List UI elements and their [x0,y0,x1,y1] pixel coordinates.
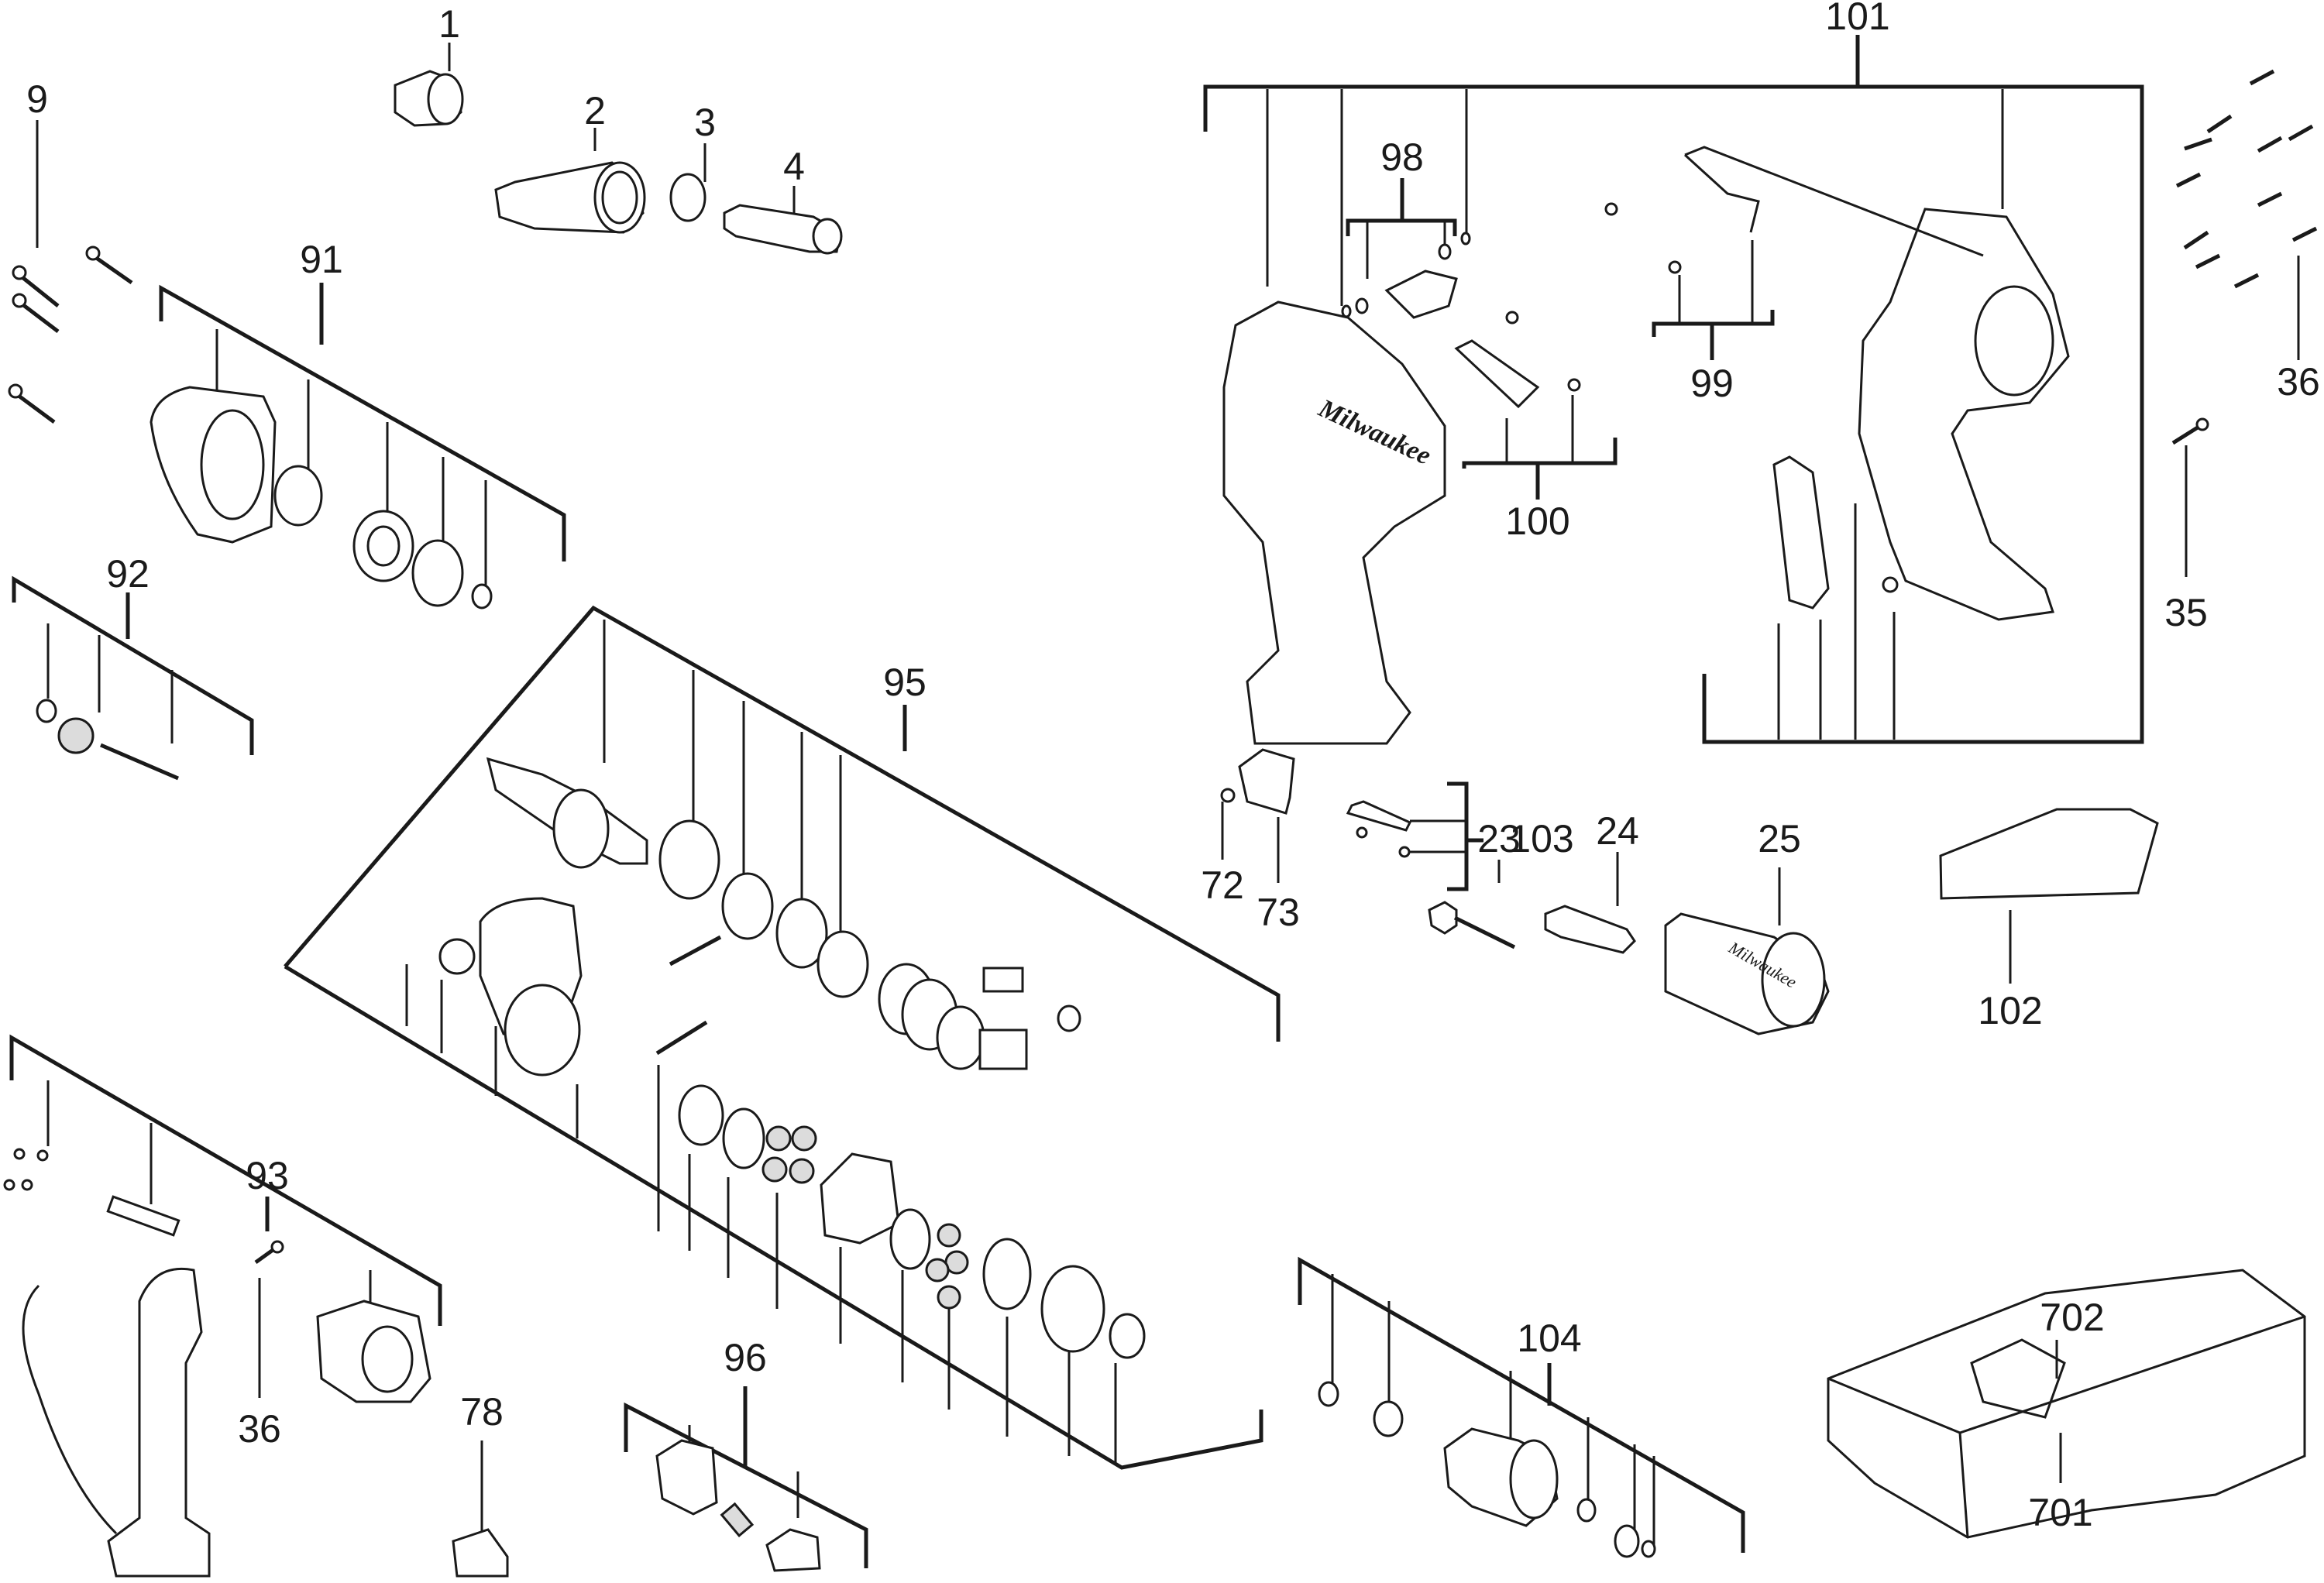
label-72: 72 [1201,864,1244,907]
label-92: 92 [106,552,150,596]
label-24: 24 [1596,809,1639,853]
group-96-switch-parts: 96 [624,1336,868,1572]
group-100-clips: 100 [1454,311,1618,543]
label-4: 4 [783,145,805,188]
label-103: 103 [1509,817,1573,860]
part-78-cover: 78 [452,1390,509,1578]
part-25-socket: Milwaukee 25 [1664,817,1830,1035]
part-36-screws-right: 36 [2175,69,2320,403]
label-35: 35 [2164,591,2208,634]
part-702-case-insert: 702 [2040,1296,2105,1379]
part-23-bolt: 23 [1428,817,1521,949]
label-36-left: 36 [238,1407,281,1451]
label-78: 78 [460,1390,504,1434]
label-3: 3 [694,101,716,144]
part-102-manual: 102 [1939,808,2159,1032]
label-98: 98 [1380,136,1424,179]
part-3-o-ring: 3 [669,101,716,222]
group-98-leds: 98 [1341,136,1471,319]
label-95: 95 [883,661,927,704]
label-96: 96 [724,1336,767,1379]
label-1: 1 [438,2,460,46]
group-91-gear-housing: 91 [150,238,566,610]
part-73-bracket: 73 [1238,748,1300,934]
group-101-housing: 101 [1203,0,2144,744]
label-702: 702 [2040,1296,2104,1339]
label-73: 73 [1257,891,1300,934]
label-101: 101 [1825,0,1889,38]
part-9-screws: 9 [8,77,133,424]
part-24-adapter: 24 [1544,809,1639,954]
label-102: 102 [1978,989,2042,1032]
part-35-screw: 35 [2164,417,2209,634]
group-104-motor: 104 [1298,1256,1745,1558]
label-93: 93 [246,1154,289,1197]
group-93-electronics: 93 [3,1034,442,1578]
group-92-spindle-gear: 92 [12,552,254,781]
group-103-plate: 103 [1346,781,1574,891]
housing-right-half [1683,146,2070,621]
label-25: 25 [1758,817,1801,860]
label-2: 2 [584,89,606,132]
label-23: 23 [1477,817,1521,860]
group-95-gearbox-assembly: 95 [284,605,1281,1470]
label-104: 104 [1517,1317,1581,1360]
part-2-sleeve: 2 [494,89,646,234]
label-701: 701 [2028,1491,2092,1534]
label-36-right: 36 [2277,360,2320,403]
part-72-screw: 72 [1201,788,1244,907]
housing-left-half: Milwaukee [1222,300,1446,745]
label-9: 9 [26,77,48,121]
label-100: 100 [1505,500,1569,543]
part-1-nut: 1 [394,2,464,127]
group-99-screws: 99 [1604,202,1775,405]
label-99: 99 [1690,362,1734,405]
part-701-carry-case: 701 [1827,1269,2306,1539]
part-36-screw-left: 36 [238,1240,284,1451]
label-91: 91 [300,238,343,281]
part-4-anvil: 4 [723,145,843,255]
